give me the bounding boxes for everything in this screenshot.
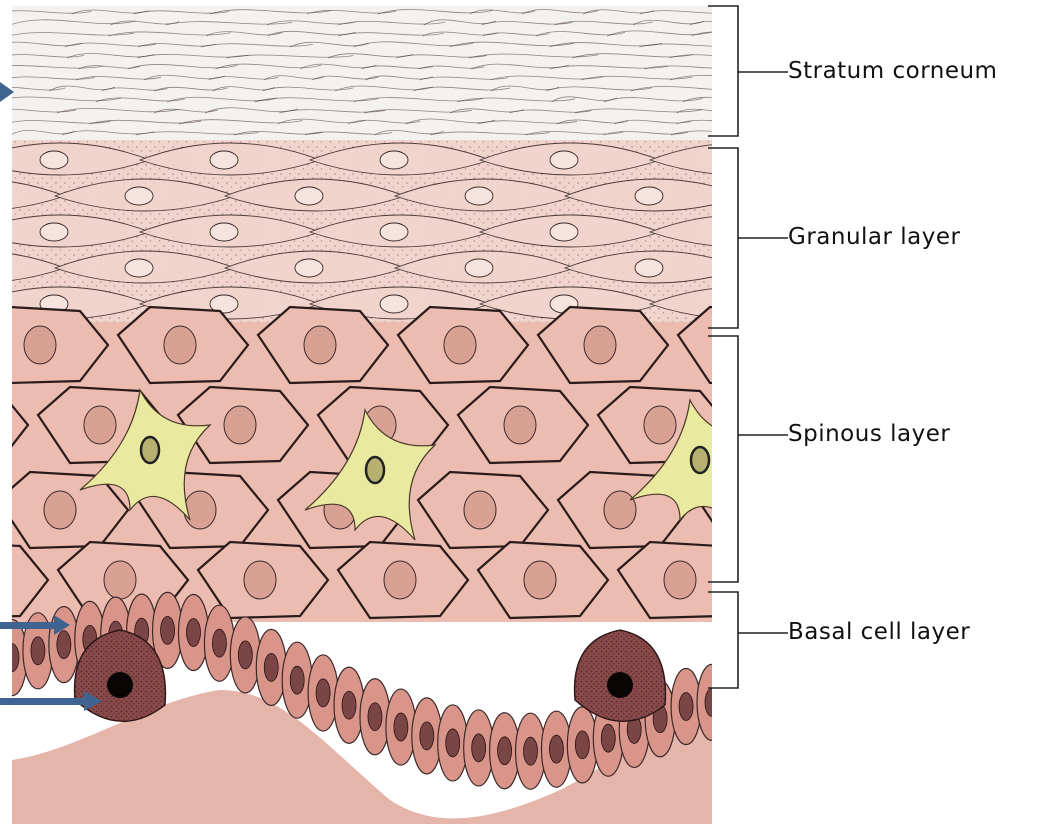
- basal-nucleus: [498, 737, 512, 765]
- granular-nucleus: [635, 187, 663, 205]
- basal-nucleus: [472, 734, 486, 762]
- granular-nucleus: [805, 259, 833, 277]
- basal-nucleus: [31, 637, 45, 665]
- spinous-nucleus: [44, 491, 76, 529]
- granular-nucleus: [380, 295, 408, 313]
- label-granular-layer: Granular layer: [788, 224, 960, 250]
- granular-nucleus: [550, 151, 578, 169]
- basal-nucleus: [524, 737, 538, 765]
- spinous-nucleus: [744, 491, 776, 529]
- granular-nucleus: [465, 259, 493, 277]
- spinous-nucleus: [384, 561, 416, 599]
- granular-nucleus: [210, 151, 238, 169]
- spinous-nucleus: [524, 561, 556, 599]
- basal-nucleus: [575, 731, 589, 759]
- arrow-top-icon: [0, 82, 14, 102]
- spinous-nucleus: [104, 561, 136, 599]
- bracket-stratum-corneum: [708, 6, 788, 136]
- basal-nucleus: [212, 629, 226, 657]
- basal-nucleus: [679, 693, 693, 721]
- spinous-nucleus: [24, 326, 56, 364]
- basal-nucleus: [238, 641, 252, 669]
- spinous-nucleus: [444, 326, 476, 364]
- granular-nucleus: [720, 295, 748, 313]
- spinous-nucleus: [644, 406, 676, 444]
- spinous-nucleus: [304, 326, 336, 364]
- granular-nucleus: [550, 223, 578, 241]
- spinous-nucleus: [464, 491, 496, 529]
- basal-nucleus: [420, 722, 434, 750]
- spinous-nucleus: [584, 326, 616, 364]
- granular-nucleus: [295, 187, 323, 205]
- granular-nucleus: [720, 151, 748, 169]
- granular-nucleus: [380, 151, 408, 169]
- spinous-nucleus: [504, 406, 536, 444]
- basal-nucleus: [342, 691, 356, 719]
- dendritic-nucleus: [366, 457, 384, 483]
- basal-nucleus: [264, 653, 278, 681]
- label-stratum-corneum: Stratum corneum: [788, 58, 997, 84]
- granular-nucleus: [465, 187, 493, 205]
- spinous-cell: [698, 472, 828, 548]
- granular-cell: [735, 179, 915, 211]
- spinous-nucleus: [244, 561, 276, 599]
- granular-nucleus: [40, 223, 68, 241]
- spinous-nucleus: [84, 406, 116, 444]
- basal-nucleus: [549, 735, 563, 763]
- granular-nucleus: [125, 259, 153, 277]
- basal-nucleus: [57, 631, 71, 659]
- basal-nucleus: [601, 724, 615, 752]
- spinous-nucleus: [164, 326, 196, 364]
- spinous-nucleus: [804, 561, 836, 599]
- granular-nucleus: [210, 223, 238, 241]
- granular-nucleus: [805, 187, 833, 205]
- basal-nucleus: [705, 688, 719, 716]
- dendritic-nucleus: [141, 437, 159, 463]
- layer-brackets: [708, 6, 788, 688]
- spinous-cell: [758, 542, 888, 618]
- melanocyte-nucleus: [607, 672, 633, 698]
- spinous-nucleus: [224, 406, 256, 444]
- label-basal-cell-layer: Basal cell layer: [788, 619, 970, 645]
- basal-nucleus: [290, 666, 304, 694]
- spinous-nucleus: [724, 326, 756, 364]
- basal-nucleus: [316, 679, 330, 707]
- spinous-nucleus: [604, 491, 636, 529]
- label-spinous-layer: Spinous layer: [788, 421, 950, 447]
- granular-nucleus: [380, 223, 408, 241]
- spinous-nucleus: [184, 491, 216, 529]
- spinous-nucleus: [664, 561, 696, 599]
- granular-nucleus: [635, 259, 663, 277]
- basal-nucleus: [394, 713, 408, 741]
- basal-nucleus: [368, 703, 382, 731]
- basal-nucleus: [161, 616, 175, 644]
- basal-nucleus: [5, 644, 19, 672]
- basal-nucleus: [446, 729, 460, 757]
- bracket-granular-layer: [708, 148, 788, 328]
- basal-nucleus: [186, 618, 200, 646]
- granular-nucleus: [40, 151, 68, 169]
- bracket-spinous-layer: [708, 336, 788, 582]
- granular-nucleus: [125, 187, 153, 205]
- melanocyte-nucleus: [107, 672, 133, 698]
- granular-nucleus: [295, 259, 323, 277]
- granular-cell: [735, 251, 915, 283]
- dendritic-nucleus: [691, 447, 709, 473]
- bracket-basal-cell-layer: [708, 592, 788, 688]
